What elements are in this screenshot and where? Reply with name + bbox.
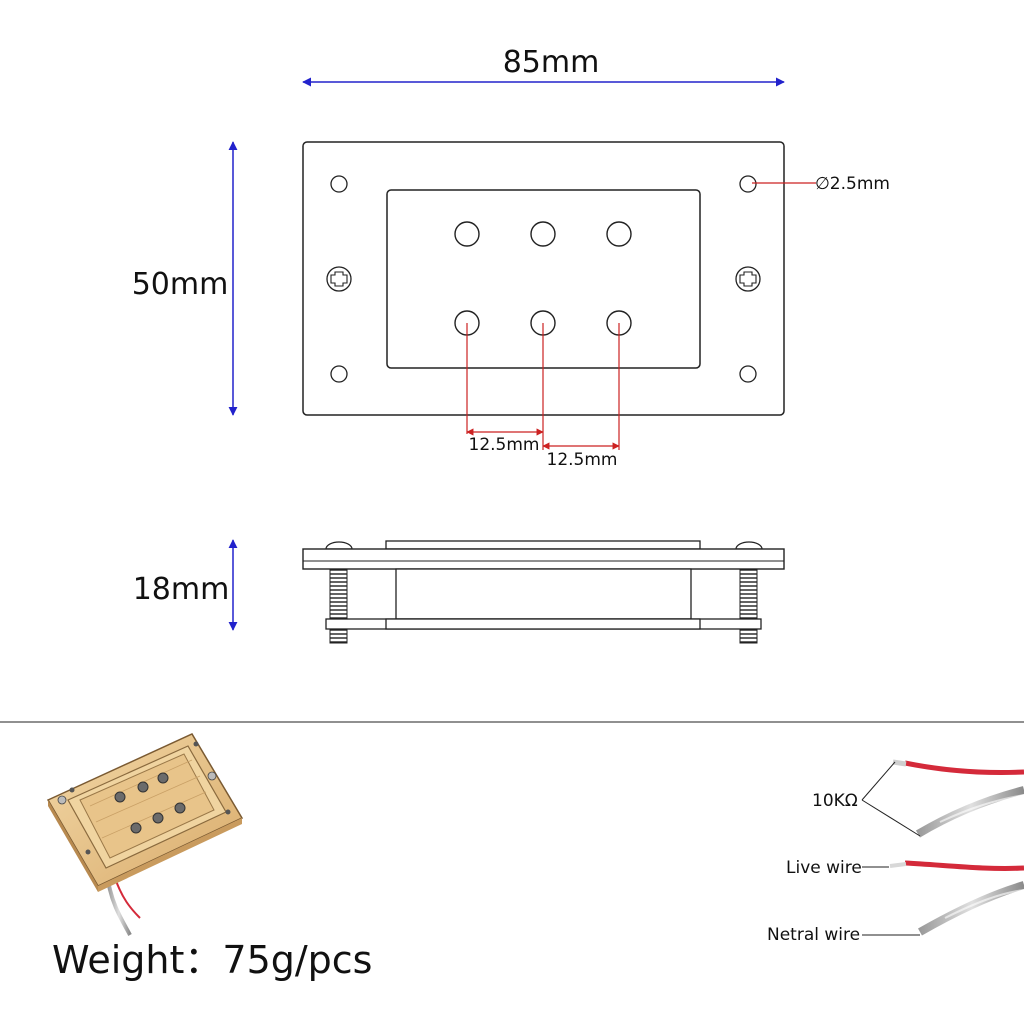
side-view: 18mm [133, 539, 785, 644]
resistance-label: 10KΩ [812, 791, 858, 811]
mounting-hole [330, 175, 348, 193]
top-view: 85mm 50mm ∅2.5mm [132, 45, 890, 470]
screw-icon [735, 266, 761, 292]
live-wire [904, 860, 1024, 871]
weight-label: Weight：75g/pcs [52, 938, 372, 982]
pickup-body [395, 568, 692, 620]
mounting-hole [739, 365, 757, 383]
spacing-label-right: 12.5mm [547, 450, 618, 470]
spacing-label-left: 12.5mm [469, 435, 540, 455]
width-label: 85mm [503, 45, 600, 80]
pole-piece [606, 221, 632, 247]
screw-head [735, 541, 763, 550]
hole-diameter-label: ∅2.5mm [815, 174, 890, 194]
threaded-screw [329, 568, 348, 644]
pickup-photo [46, 733, 244, 936]
neutral-wire-label: Netral wire [767, 925, 860, 945]
plate-edge [302, 548, 785, 570]
base-plate-center [385, 618, 701, 630]
height-label: 50mm [132, 267, 229, 302]
cover-edge [385, 540, 701, 550]
red-wire [904, 760, 1024, 776]
screw-icon [326, 266, 352, 292]
mounting-hole [739, 175, 757, 193]
wiring-diagram: 10KΩ Live wire Netral wire [767, 759, 1024, 945]
pole-piece [530, 221, 556, 247]
mounting-hole [330, 365, 348, 383]
depth-label: 18mm [133, 572, 230, 607]
shield-wire [915, 786, 1024, 838]
pole-piece [454, 221, 480, 247]
live-wire-label: Live wire [786, 858, 862, 878]
threaded-screw [739, 568, 758, 644]
screw-head [325, 541, 353, 550]
